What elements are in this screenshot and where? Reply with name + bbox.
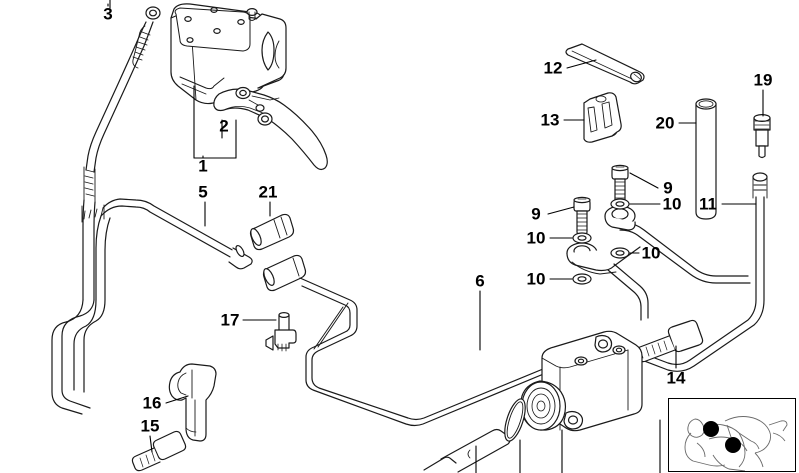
callout-9-lower[interactable]: 9: [531, 204, 541, 224]
callout-16[interactable]: 16: [142, 393, 162, 413]
motorcycle-outline-icon: [684, 416, 788, 471]
brake-pipe-5: [81, 198, 253, 270]
callout-19[interactable]: 19: [753, 70, 773, 90]
sealing-ring-10-d: [572, 273, 592, 285]
callout-10-upper[interactable]: 10: [662, 194, 682, 214]
flexible-brake-hose: [82, 21, 154, 301]
leader-lines: [107, 0, 764, 473]
location-marker-lower: [725, 437, 741, 453]
callout-14[interactable]: 14: [666, 368, 686, 388]
callout-21[interactable]: 21: [258, 182, 278, 202]
callout-10-left[interactable]: 10: [526, 228, 546, 248]
bleed-valve-19: [753, 113, 771, 159]
sealing-ring-10-b: [572, 232, 592, 244]
sealing-ring-10-a: [610, 198, 630, 210]
protective-sleeve-20: [695, 98, 717, 220]
brake-pipe-11: [625, 172, 768, 372]
cable-tie-12: [565, 43, 645, 85]
callout-17[interactable]: 17: [220, 310, 240, 330]
callout-9-upper[interactable]: 9: [663, 178, 673, 198]
callout-3[interactable]: 3: [103, 4, 113, 24]
callout-10-bottom[interactable]: 10: [526, 269, 546, 289]
callout-12[interactable]: 12: [543, 58, 563, 78]
vehicle-location-thumbnail[interactable]: [668, 398, 796, 472]
brake-pipe-6: [299, 277, 613, 427]
banjo-fitting-lower: [566, 242, 641, 275]
pipe-connector-21-lower: [262, 254, 307, 292]
callout-5[interactable]: 5: [198, 182, 208, 202]
clip-13: [583, 92, 622, 143]
banjo-bolt-9-upper: [611, 164, 629, 204]
sealing-ring-10-c: [610, 247, 630, 259]
callout-15[interactable]: 15: [140, 416, 160, 436]
pipe-5-lower-loop: [73, 215, 111, 393]
brake-pipe-banjo-lower-run: [607, 263, 649, 321]
callout-2[interactable]: 2: [219, 116, 229, 136]
master-cylinder-body: [145, 3, 287, 105]
screw-15: [131, 430, 187, 472]
pressure-modulator-unit: [519, 330, 643, 432]
callout-10-mid[interactable]: 10: [641, 243, 661, 263]
callout-6[interactable]: 6: [475, 271, 485, 291]
callout-11[interactable]: 11: [699, 194, 717, 214]
check-valve-17: [265, 312, 297, 352]
push-rod-and-seal: [423, 398, 526, 473]
pipe-connector-21-upper: [249, 213, 295, 251]
banjo-bolt-9-lower: [573, 196, 591, 236]
location-marker-upper: [703, 421, 719, 437]
bracket-16: [168, 363, 217, 442]
brake-lever: [213, 86, 328, 171]
hose-lower-loop: [51, 299, 95, 415]
callout-13[interactable]: 13: [540, 110, 560, 130]
callout-1[interactable]: 1: [198, 156, 208, 176]
callout-20[interactable]: 20: [655, 113, 675, 133]
banjo-bolt-14: [635, 319, 704, 363]
brake-pipe-upper-right-run: [619, 221, 751, 284]
banjo-fitting-upper: [604, 205, 636, 231]
